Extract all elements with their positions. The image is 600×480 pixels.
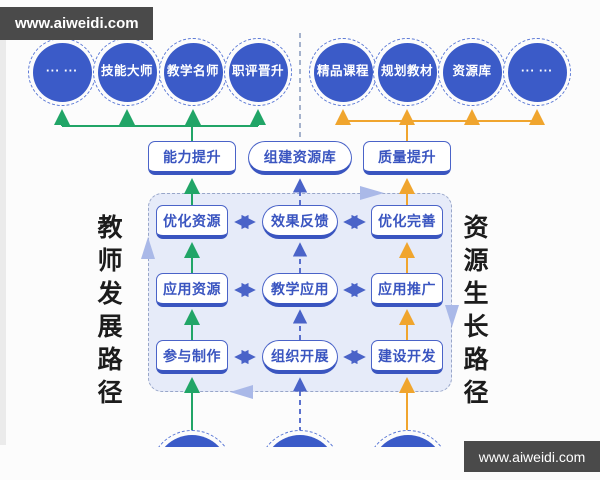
green-arrow-tree bbox=[54, 109, 266, 432]
box-teaching-application: 教学应用 bbox=[262, 273, 338, 307]
box-organize-conduct: 组织开展 bbox=[262, 340, 338, 374]
box-apply-resources: 应用资源 bbox=[156, 273, 228, 307]
circle-resource-library: 资源库 bbox=[438, 38, 506, 106]
box-effect-feedback: 效果反馈 bbox=[262, 205, 338, 239]
stage-box-ability-up: 能力提升 bbox=[148, 141, 236, 175]
box-optimize-resources: 优化资源 bbox=[156, 205, 228, 239]
circle-ellipsis-right: ··· ··· bbox=[503, 38, 571, 106]
circle-label: 职评晋升 bbox=[228, 42, 288, 102]
cycle-direction-arrows bbox=[141, 186, 459, 399]
circle-label: ··· ··· bbox=[32, 42, 92, 102]
stage-box-build-resource-lib: 组建资源库 bbox=[248, 141, 352, 175]
circle-label: ··· ··· bbox=[507, 42, 567, 102]
circle-label: 精品课程 bbox=[313, 42, 373, 102]
blue-dashed-row-arrows bbox=[234, 214, 366, 365]
circle-label: 技能大师 bbox=[97, 42, 157, 102]
circle-quality-courses: 精品课程 bbox=[309, 38, 377, 106]
circle-ellipsis-left: ··· ··· bbox=[28, 38, 96, 106]
circle-label: 资源库 bbox=[442, 42, 502, 102]
teacher-path-label: 教师发展路径 bbox=[94, 214, 122, 412]
box-optimize-improve: 优化完善 bbox=[371, 205, 443, 239]
screenshot-edge-strip bbox=[0, 40, 6, 445]
stage-box-quality-up: 质量提升 bbox=[363, 141, 451, 175]
circle-label: 教学名师 bbox=[163, 42, 223, 102]
circle-skill-master: 技能大师 bbox=[93, 38, 161, 106]
watermark-top-left: www.aiweidi.com bbox=[0, 7, 153, 40]
circle-teaching-master: 教学名师 bbox=[159, 38, 227, 106]
circle-label: 规划教材 bbox=[377, 42, 437, 102]
circle-title-promotion: 职评晋升 bbox=[224, 38, 292, 106]
box-participate-production: 参与制作 bbox=[156, 340, 228, 374]
box-construction-development: 建设开发 bbox=[371, 340, 443, 374]
watermark-bottom-right: www.aiweidi.com bbox=[464, 441, 600, 472]
box-application-promotion: 应用推广 bbox=[371, 273, 443, 307]
circle-planned-textbooks: 规划教材 bbox=[373, 38, 441, 106]
orange-arrow-tree bbox=[335, 109, 545, 432]
resource-path-label: 资源生长路径 bbox=[460, 214, 488, 412]
